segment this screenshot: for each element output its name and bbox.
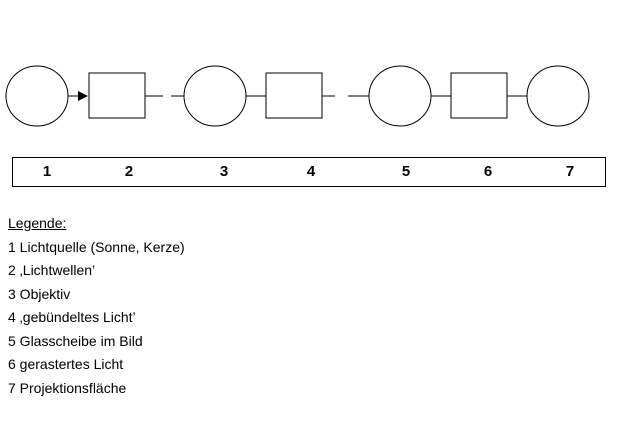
stage-7-projection-surface-circle (526, 65, 590, 127)
light-path-diagram (0, 0, 620, 200)
arrowhead-1-2 (78, 91, 88, 101)
stage-4-focused-light-box (265, 72, 323, 119)
stage-1-light-source-circle (5, 65, 69, 127)
legend-item-3: 3 Objektiv (8, 285, 71, 302)
legend-item-1: 1 Lichtquelle (Sonne, Kerze) (8, 238, 185, 255)
stage-5-glass-pane-circle (368, 65, 432, 127)
legend-item-7: 7 Projektionsfläche (8, 379, 127, 396)
stage-number-1: 1 (42, 163, 52, 180)
legend-item-4: 4 ‚gebündeltes Licht’ (8, 309, 136, 325)
legend-item-5: 5 Glasscheibe im Bild (8, 332, 143, 349)
stage-number-6: 6 (483, 163, 493, 180)
stage-6-rastered-light-box (450, 72, 508, 119)
legend: Legende: 1 Lichtquelle (Sonne, Kerze) 2 … (8, 212, 185, 400)
stage-number-2: 2 (124, 163, 134, 180)
stage-number-5: 5 (401, 163, 411, 180)
stage-number-7: 7 (565, 163, 575, 180)
stage-number-bar: 1 2 3 4 5 6 7 (12, 157, 606, 187)
stage-2-light-waves-box (88, 72, 146, 119)
legend-item-6: 6 gerastertes Licht (8, 356, 124, 372)
stage-number-3: 3 (219, 163, 229, 180)
stage-3-lens-circle (183, 65, 247, 127)
legend-title: Legende: (8, 215, 67, 231)
stage-number-4: 4 (306, 163, 316, 180)
legend-item-2: 2 ‚Lichtwellen’ (8, 262, 96, 278)
diagram-canvas (5, 65, 590, 127)
